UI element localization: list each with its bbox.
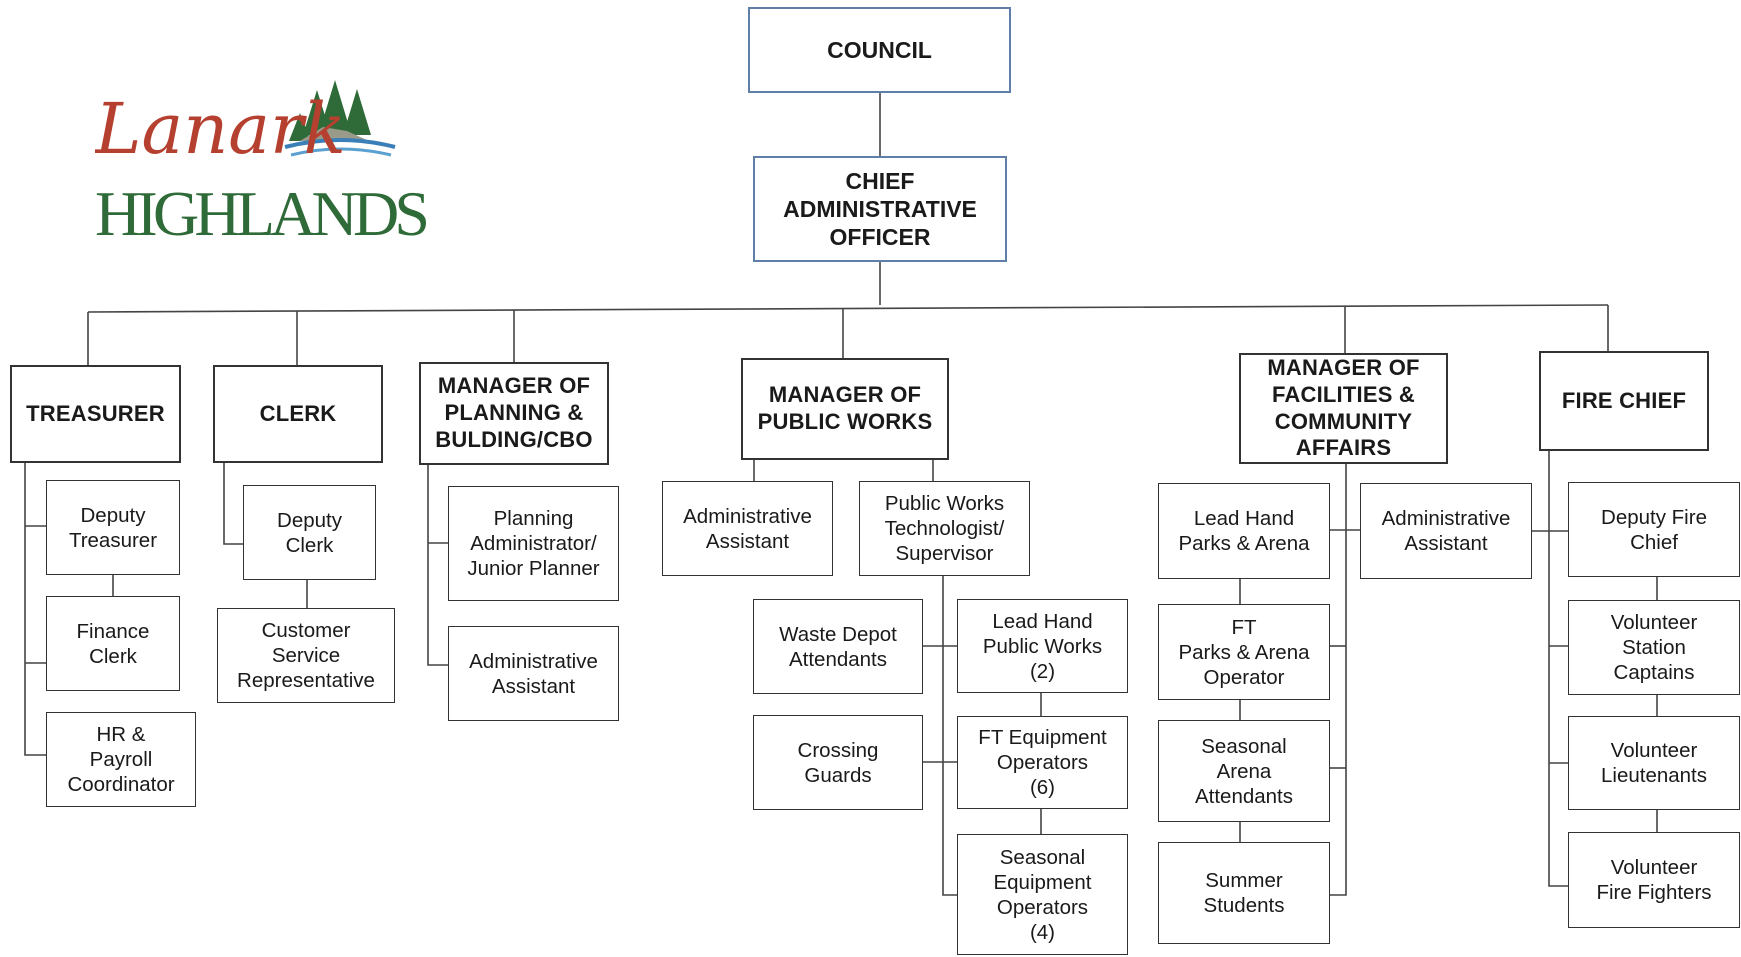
cao-label: CHIEF ADMINISTRATIVE OFFICER: [783, 167, 977, 251]
clerk-box: CLERK: [213, 365, 383, 463]
deputy-treasurer-box: Deputy Treasurer: [46, 480, 180, 575]
public-works-manager-box: MANAGER OF PUBLIC WORKS: [741, 358, 949, 460]
staff-label: Deputy Treasurer: [68, 503, 158, 552]
public-works-assistant-box: Administrative Assistant: [662, 481, 833, 576]
cao-box: CHIEF ADMINISTRATIVE OFFICER: [753, 156, 1007, 262]
public-works-supervisor-box: Public Works Technologist/ Supervisor: [859, 481, 1030, 576]
ft-parks-operator-box: FT Parks & Arena Operator: [1158, 604, 1330, 700]
water-icon: [284, 138, 396, 149]
staff-label: Lead Hand Public Works (2): [982, 609, 1103, 683]
planning-manager-box: MANAGER OF PLANNING & BULDING/CBO: [419, 362, 609, 465]
staff-label: Customer Service Representative: [237, 619, 375, 692]
staff-label: Seasonal Arena Attendants: [1194, 734, 1293, 808]
summer-students-box: Summer Students: [1158, 842, 1330, 944]
treasurer-box: TREASURER: [10, 365, 181, 463]
seasonal-equipment-operators-box: Seasonal Equipment Operators (4): [957, 834, 1128, 955]
staff-label: Summer Students: [1203, 869, 1285, 917]
staff-label: Seasonal Equipment Operators (4): [993, 845, 1092, 944]
staff-label: Administrative Assistant: [683, 504, 812, 553]
fire-fighters-box: Volunteer Fire Fighters: [1568, 832, 1740, 928]
crossing-guards-box: Crossing Guards: [753, 715, 923, 810]
rock-icon: [300, 127, 369, 141]
facilities-assistant-box: Administrative Assistant: [1360, 483, 1532, 579]
ft-equipment-operators-box: FT Equipment Operators (6): [957, 716, 1128, 809]
staff-label: Deputy Fire Chief: [1601, 505, 1707, 554]
staff-label: Public Works Technologist/ Supervisor: [884, 492, 1005, 565]
staff-label: Volunteer Fire Fighters: [1596, 856, 1712, 904]
logo-script-text: Lanark: [95, 88, 346, 170]
lead-hand-public-works-box: Lead Hand Public Works (2): [957, 599, 1128, 693]
staff-label: HR & Payroll Coordinator: [67, 723, 175, 796]
clerk-label: CLERK: [259, 400, 337, 426]
customer-service-box: Customer Service Representative: [217, 608, 395, 703]
staff-label: FT Equipment Operators (6): [978, 726, 1107, 799]
council-label: COUNCIL: [827, 36, 932, 63]
deputy-clerk-box: Deputy Clerk: [243, 485, 376, 580]
staff-label: Volunteer Lieutenants: [1600, 739, 1707, 787]
staff-label: FT Parks & Arena Operator: [1178, 615, 1310, 689]
fire-chief-box: FIRE CHIEF: [1539, 351, 1709, 451]
finance-clerk-box: Finance Clerk: [46, 596, 180, 691]
station-captains-box: Volunteer Station Captains: [1568, 600, 1740, 695]
hr-payroll-box: HR & Payroll Coordinator: [46, 712, 196, 807]
lanark-highlands-logo: Lanark HIGHLANDS: [95, 80, 430, 249]
logo-caps-text: HIGHLANDS: [95, 178, 430, 249]
staff-label: Administrative Assistant: [469, 649, 598, 698]
staff-label: Planning Administrator/ Junior Planner: [467, 507, 600, 580]
facilities-manager-box: MANAGER OF FACILITIES & COMMUNITY AFFAIR…: [1239, 353, 1448, 464]
staff-label: Waste Depot Attendants: [779, 622, 897, 671]
seasonal-arena-box: Seasonal Arena Attendants: [1158, 720, 1330, 822]
staff-label: Administrative Assistant: [1381, 507, 1511, 555]
council-box: COUNCIL: [748, 7, 1011, 93]
deputy-fire-chief-box: Deputy Fire Chief: [1568, 482, 1740, 577]
staff-label: Lead Hand Parks & Arena: [1178, 507, 1310, 555]
lead-hand-parks-box: Lead Hand Parks & Arena: [1158, 483, 1330, 579]
waste-depot-box: Waste Depot Attendants: [753, 599, 923, 694]
planning-manager-label: MANAGER OF PLANNING & BULDING/CBO: [435, 373, 593, 452]
public-works-manager-label: MANAGER OF PUBLIC WORKS: [757, 382, 933, 434]
staff-label: Finance Clerk: [76, 619, 150, 668]
lieutenants-box: Volunteer Lieutenants: [1568, 716, 1740, 810]
planning-admin-box: Planning Administrator/ Junior Planner: [448, 486, 619, 601]
staff-label: Deputy Clerk: [277, 508, 342, 557]
treasurer-label: TREASURER: [26, 400, 165, 426]
facilities-manager-label: MANAGER OF FACILITIES & COMMUNITY AFFAIR…: [1267, 354, 1420, 461]
staff-label: Crossing Guards: [797, 738, 879, 787]
staff-label: Volunteer Station Captains: [1610, 611, 1698, 684]
planning-assistant-box: Administrative Assistant: [448, 626, 619, 721]
tree-icon: [289, 80, 371, 141]
fire-chief-label: FIRE CHIEF: [1561, 387, 1687, 413]
